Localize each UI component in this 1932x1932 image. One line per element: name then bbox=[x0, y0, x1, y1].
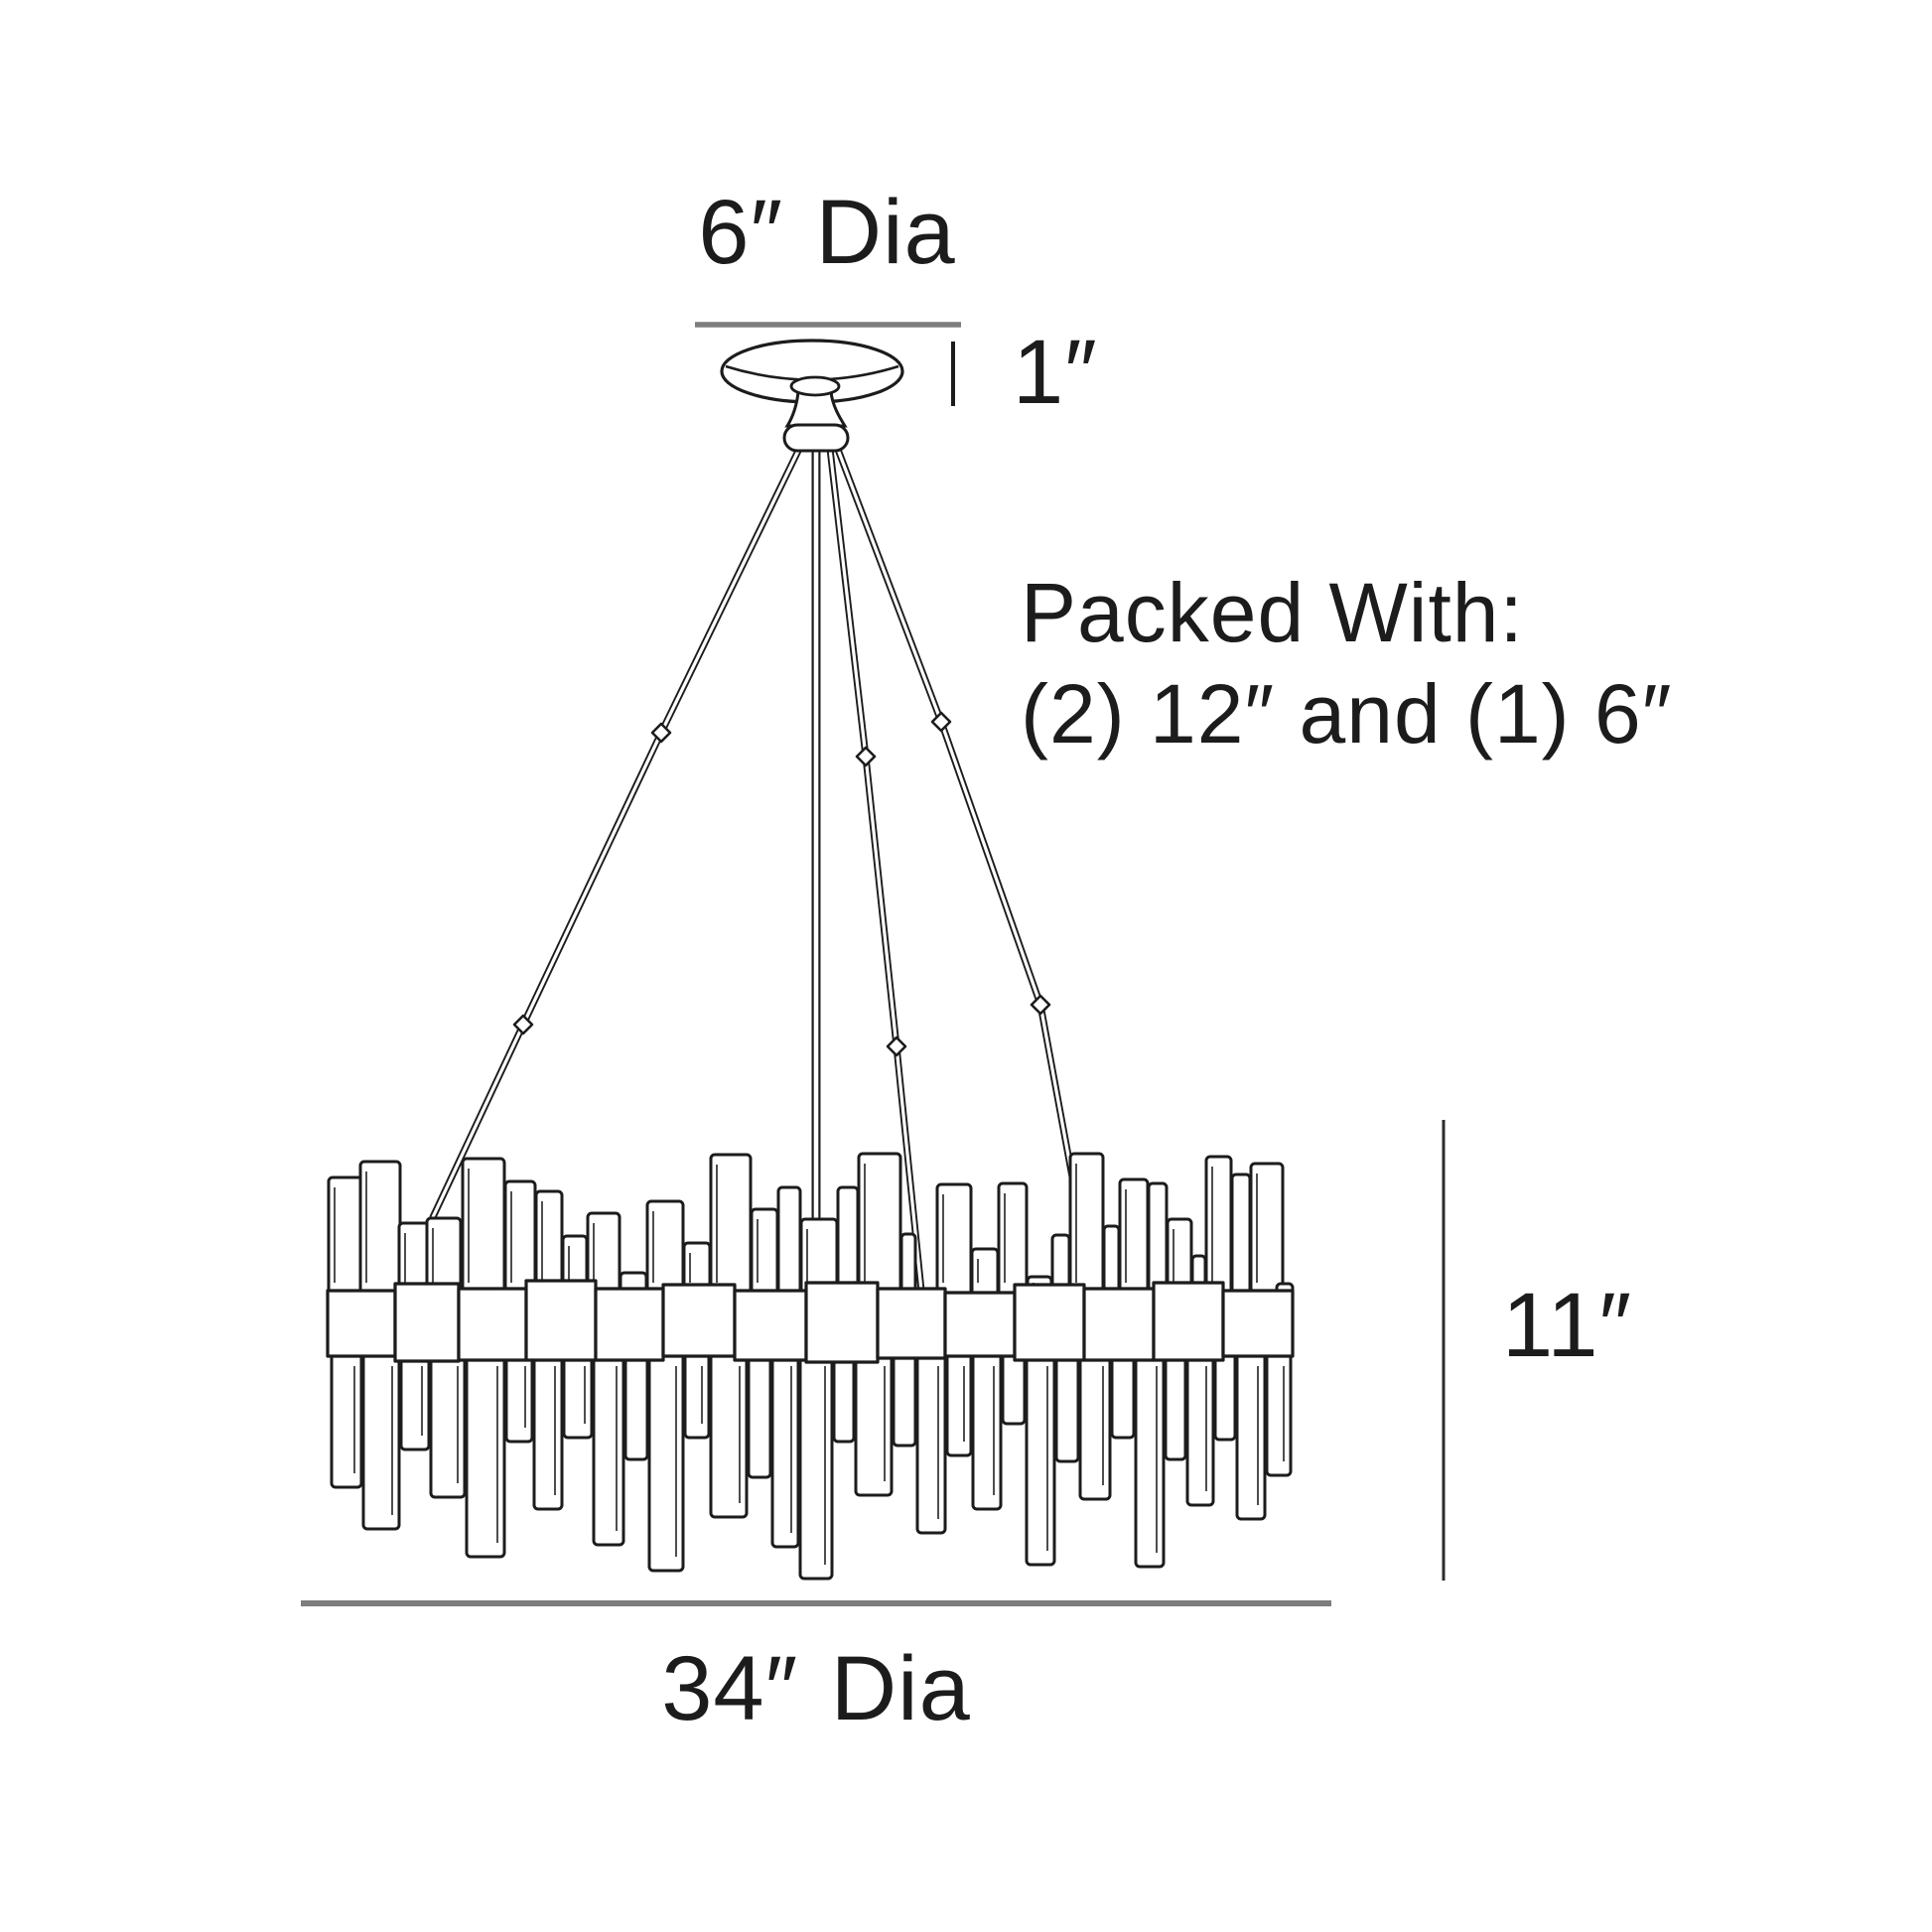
label-body-height: 11″ bbox=[1502, 1275, 1632, 1376]
dimension-lines bbox=[301, 322, 1446, 1606]
label-canopy-diameter: 6″ Dia bbox=[698, 182, 955, 283]
suspension-cables bbox=[429, 442, 1082, 1295]
label-body-diameter: 34″ Dia bbox=[661, 1638, 971, 1739]
label-packed-contents: (2) 12″ and (1) 6″ bbox=[1021, 667, 1672, 760]
label-canopy-height: 1″ bbox=[1013, 322, 1098, 423]
label-packed-with: Packed With: bbox=[1021, 566, 1524, 659]
ceiling-canopy bbox=[720, 339, 904, 453]
chandelier-crystal-body bbox=[326, 1152, 1295, 1581]
